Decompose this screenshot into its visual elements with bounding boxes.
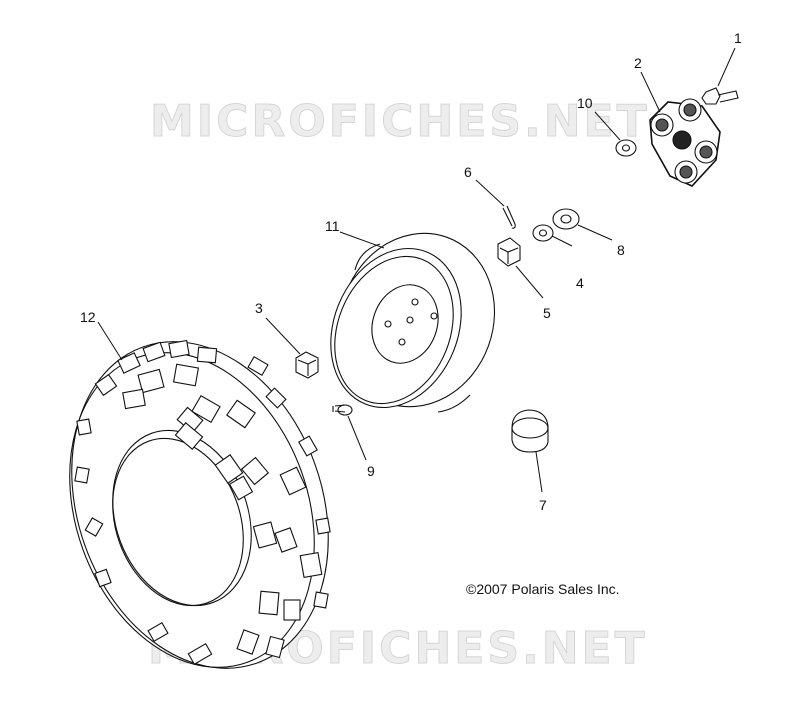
callout-1: 1 xyxy=(734,30,742,46)
callout-6: 6 xyxy=(464,164,472,180)
callout-4: 4 xyxy=(576,275,584,291)
callout-11: 11 xyxy=(325,218,340,234)
callout-3: 3 xyxy=(255,300,263,316)
callout-7: 7 xyxy=(539,497,547,513)
callout-5: 5 xyxy=(543,305,551,321)
callout-2: 2 xyxy=(634,55,642,71)
callout-8: 8 xyxy=(617,242,625,258)
copyright-notice: ©2007 Polaris Sales Inc. xyxy=(466,581,620,597)
rim-icon xyxy=(330,232,496,413)
tire-icon xyxy=(69,339,331,669)
hub-icon xyxy=(649,98,721,187)
washer-icon xyxy=(532,224,554,242)
callout-12: 12 xyxy=(80,309,96,325)
watermark-top: MICROFICHES.NET xyxy=(150,96,650,148)
washer-icon xyxy=(615,139,637,157)
lug-nut-icon xyxy=(295,351,319,379)
washer-icon xyxy=(552,208,580,230)
bolt-icon xyxy=(701,87,739,105)
hub-cap-icon xyxy=(511,409,549,453)
castle-nut-icon xyxy=(497,237,521,267)
callout-9: 9 xyxy=(367,463,375,479)
valve-stem-icon xyxy=(332,404,353,416)
cotter-pin-icon xyxy=(502,205,516,229)
callout-10: 10 xyxy=(577,95,593,111)
leader-lines xyxy=(97,47,736,493)
